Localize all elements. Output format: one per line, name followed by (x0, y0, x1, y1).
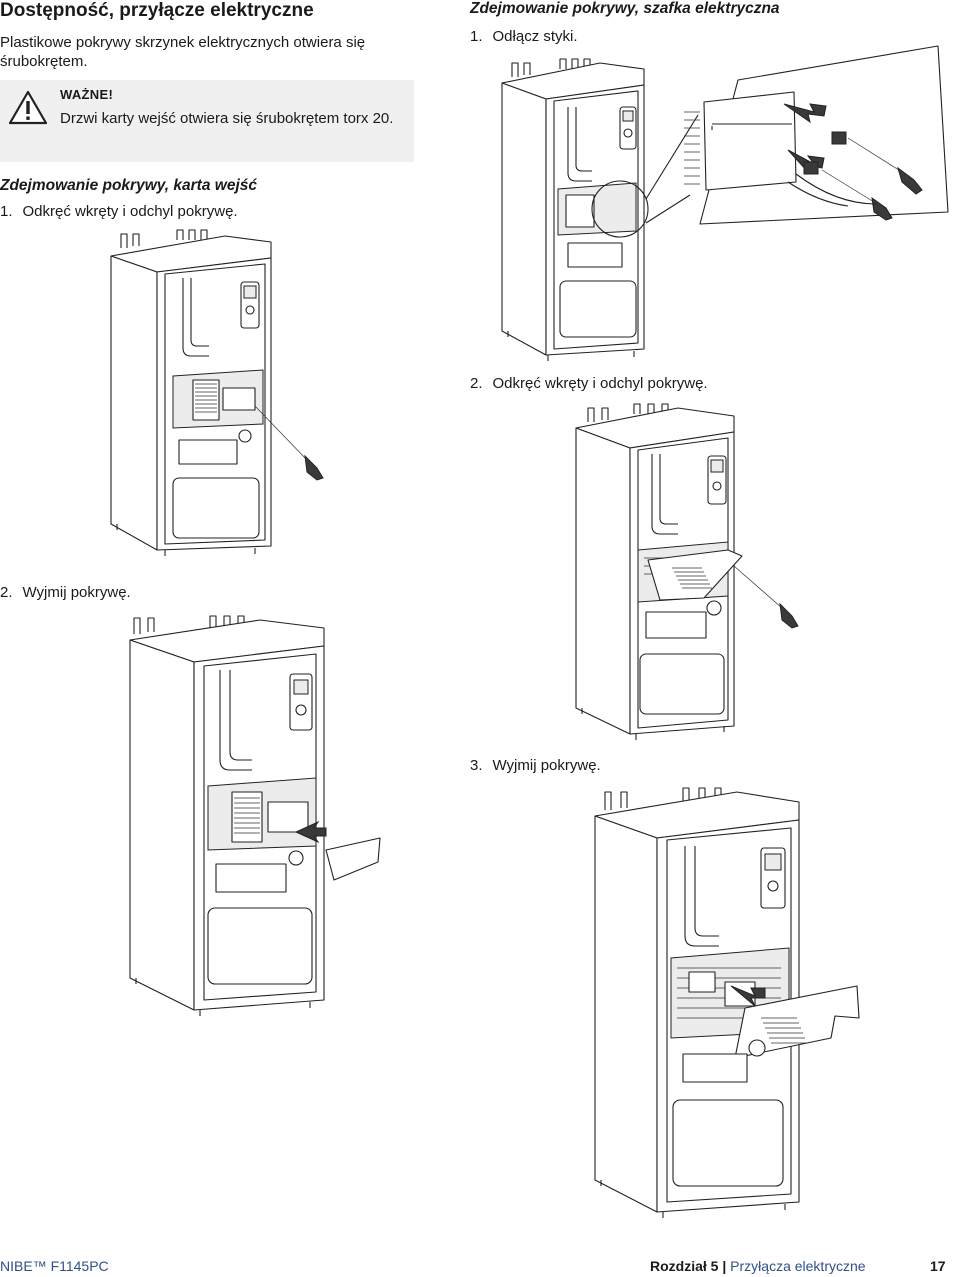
step-text: Odłącz styki. (492, 28, 578, 45)
right-step-3: 3. Wyjmij pokrywę. (470, 757, 601, 774)
heat-pump-illustration-cabinet-tilt (575, 403, 799, 740)
chapter-separator: | (722, 1258, 727, 1274)
important-note: WAŻNE! Drzwi karty wejść otwiera się śru… (0, 80, 414, 162)
left-step-2: 2. Wyjmij pokrywę. (0, 584, 131, 601)
heat-pump-illustration-cabinet-overview (501, 58, 699, 361)
warning-triangle-icon (8, 90, 48, 125)
chapter-title: Przyłącza elektryczne (730, 1258, 866, 1274)
screwdriver-icon (897, 166, 923, 195)
section-title-input-card: Zdejmowanie pokrywy, karta wejść (0, 177, 257, 194)
note-label: WAŻNE! (60, 87, 114, 102)
section-title-electrical-cabinet: Zdejmowanie pokrywy, szafka elektryczna (470, 0, 780, 17)
footer-chapter: Rozdział 5 | Przyłącza elektryczne (650, 1258, 866, 1274)
heat-pump-illustration-input-card-remove (129, 615, 381, 1016)
step-number: 3. (470, 757, 483, 774)
step-text: Odkręć wkręty i odchyl pokrywę. (22, 203, 238, 220)
step-text: Odkręć wkręty i odchyl pokrywę. (492, 375, 708, 392)
heat-pump-illustration-cabinet-remove (594, 787, 860, 1218)
intro-text: Plastikowe pokrywy skrzynek elektrycznyc… (0, 34, 366, 70)
page-number: 17 (930, 1258, 946, 1274)
step-text: Wyjmij pokrywę. (22, 584, 131, 601)
heat-pump-illustration-input-card-unscrew (110, 229, 324, 556)
step-number: 2. (0, 584, 13, 601)
arrow-icon (730, 985, 766, 1007)
note-text: Drzwi karty wejść otwiera się śrubokręte… (60, 110, 394, 127)
screwdriver-icon (871, 196, 893, 221)
right-step-1: 1. Odłącz styki. (470, 28, 578, 45)
screwdriver-icon (779, 602, 799, 629)
arrow-icon (783, 103, 827, 124)
left-step-1: 1. Odkręć wkręty i odchyl pokrywę. (0, 203, 238, 220)
step-number: 1. (470, 28, 483, 45)
connector-detail-zoom (684, 45, 949, 225)
arrow-icon (294, 820, 327, 844)
product-name: NIBE™ F1145PC (0, 1258, 109, 1274)
footer-product: NIBE™ F1145PC (0, 1258, 109, 1274)
right-step-2: 2. Odkręć wkręty i odchyl pokrywę. (470, 375, 708, 392)
step-text: Wyjmij pokrywę. (492, 757, 601, 774)
chapter-number: Rozdział 5 (650, 1258, 719, 1274)
step-number: 1. (0, 203, 13, 220)
page-title: Dostępność, przyłącze elektryczne (0, 0, 314, 21)
step-number: 2. (470, 375, 483, 392)
